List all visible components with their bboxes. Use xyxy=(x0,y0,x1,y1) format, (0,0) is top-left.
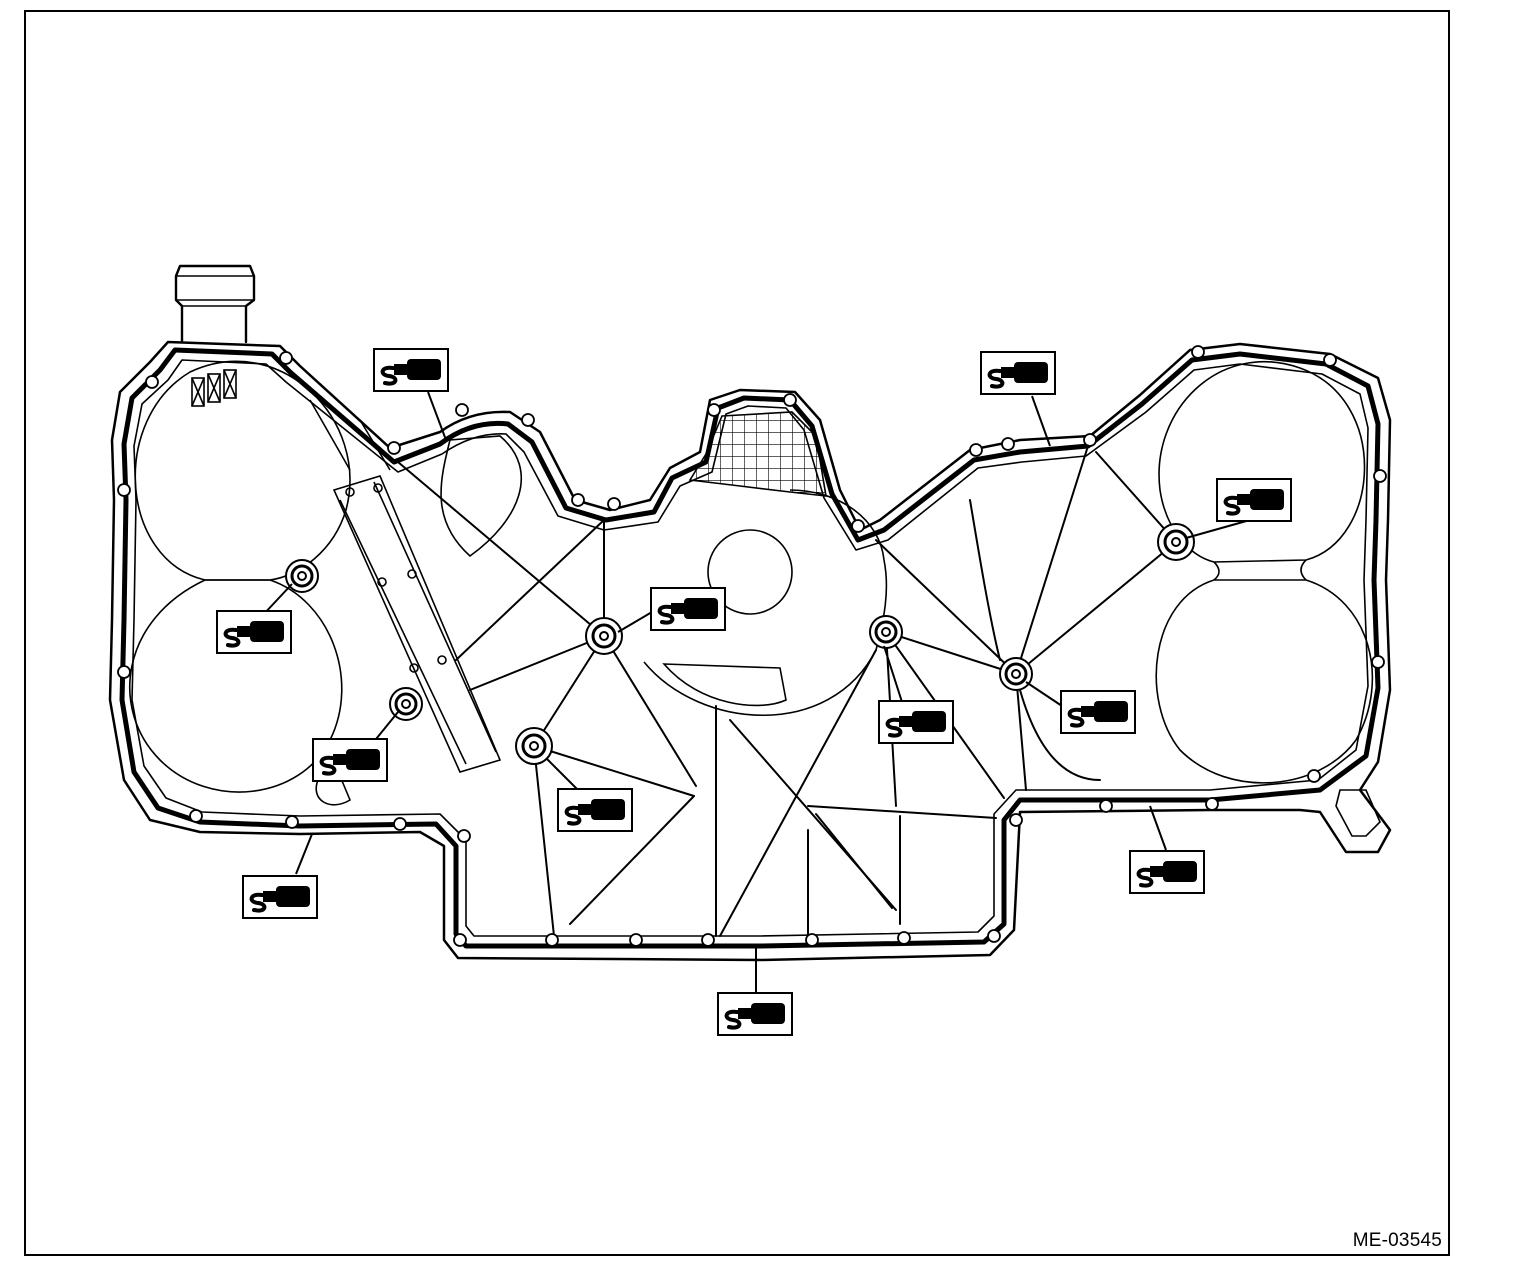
filler-neck xyxy=(174,264,256,344)
sealant-application-icon xyxy=(1128,849,1206,895)
chain-guide xyxy=(309,399,502,773)
gasket-bead-outer xyxy=(119,347,1381,949)
left-upper-opening xyxy=(134,360,351,581)
breather-mesh xyxy=(688,411,827,497)
right-lower-opening xyxy=(1155,579,1374,784)
cover-body xyxy=(108,264,1392,962)
leader-lines xyxy=(261,391,1251,994)
cover-ribs xyxy=(397,445,1177,937)
sealant-application-icon xyxy=(215,609,293,655)
sealant-application-icon xyxy=(372,347,450,393)
sealant-application-icon xyxy=(556,787,634,833)
mounting-tab xyxy=(1335,789,1381,837)
sealed-bolt-bosses xyxy=(285,523,1195,765)
sealant-application-icon xyxy=(311,737,389,783)
center-opening xyxy=(707,529,793,615)
left-lower-opening xyxy=(129,579,343,793)
figure-code: ME-03545 xyxy=(1352,1230,1442,1251)
figure-frame xyxy=(24,10,1450,1256)
sealant-application-icon xyxy=(877,699,955,745)
gasket-bead-inner xyxy=(131,359,1369,937)
sealant-application-icon xyxy=(1215,477,1293,523)
perimeter-bolt-holes xyxy=(117,345,1387,947)
sealant-application-icon xyxy=(1059,689,1137,735)
sealant-application-icon xyxy=(241,874,319,920)
alignment-marks xyxy=(191,369,237,407)
sealant-application-icon xyxy=(716,991,794,1037)
cover-outer-edge xyxy=(108,340,1392,962)
sealant-application-icon xyxy=(649,586,727,632)
sprocket-openings xyxy=(129,360,1374,806)
sealant-application-icon xyxy=(979,350,1057,396)
